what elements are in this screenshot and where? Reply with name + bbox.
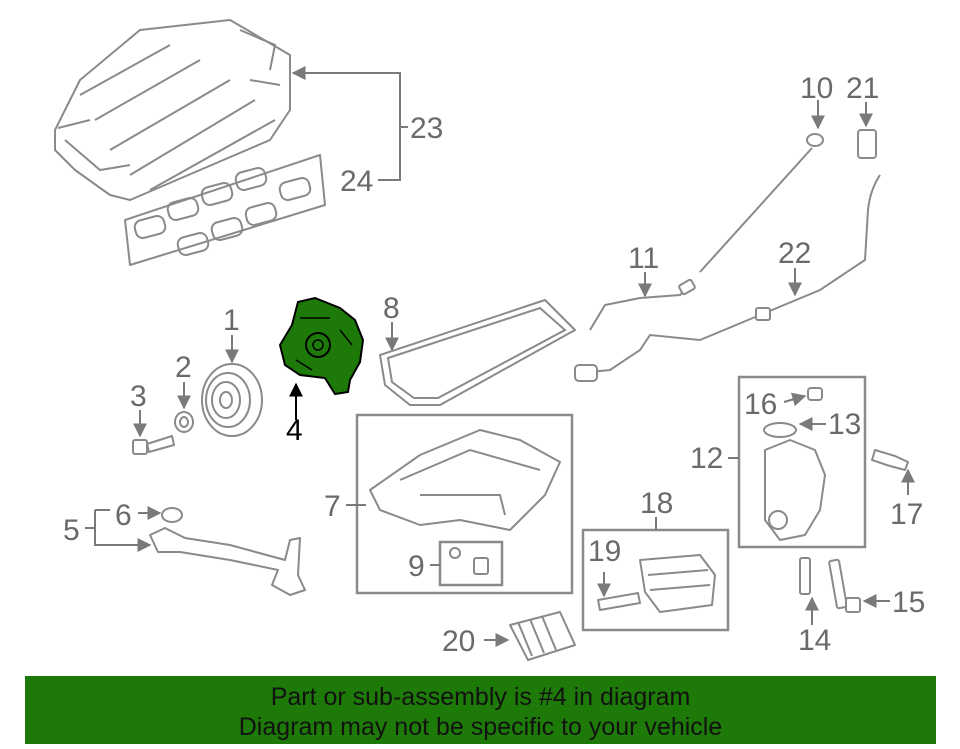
bolt-part[interactable] bbox=[132, 435, 175, 455]
gasket-part[interactable] bbox=[763, 422, 797, 438]
callout-14: 14 bbox=[798, 624, 831, 657]
oil-cooler-bolt-part[interactable] bbox=[597, 592, 641, 611]
callout-6: 6 bbox=[115, 499, 132, 532]
callout-3: 3 bbox=[130, 380, 147, 413]
callout-22: 22 bbox=[778, 237, 811, 270]
callout-18: 18 bbox=[640, 487, 673, 520]
dipstick-tube-part[interactable] bbox=[589, 278, 696, 331]
seal-part[interactable] bbox=[807, 387, 823, 401]
callout-16: 16 bbox=[744, 388, 777, 421]
callout-19: 19 bbox=[588, 535, 621, 568]
callout-5: 5 bbox=[63, 514, 80, 547]
front-cover-part[interactable] bbox=[764, 439, 826, 541]
oil-filter-part[interactable] bbox=[509, 611, 576, 661]
callout-23: 23 bbox=[410, 112, 443, 145]
washer-part[interactable] bbox=[174, 411, 194, 433]
callout-7: 7 bbox=[324, 490, 341, 523]
oil-pressure-sensor-part[interactable] bbox=[871, 449, 909, 471]
sensor-part[interactable] bbox=[857, 129, 877, 159]
bolt-15-part[interactable] bbox=[828, 558, 861, 613]
callout-21: 21 bbox=[846, 72, 879, 105]
callout-1: 1 bbox=[223, 304, 240, 337]
callout-13: 13 bbox=[828, 408, 861, 441]
wiring-harness-part[interactable] bbox=[574, 174, 881, 382]
callout-20: 20 bbox=[442, 625, 475, 658]
callout-2: 2 bbox=[175, 351, 192, 384]
callout-9: 9 bbox=[408, 550, 425, 583]
bolt-14-part[interactable] bbox=[799, 557, 811, 595]
callout-4: 4 bbox=[286, 414, 303, 447]
crankshaft-pulley-part[interactable] bbox=[201, 363, 263, 437]
callout-11: 11 bbox=[628, 242, 659, 275]
oil-cooler-part[interactable] bbox=[639, 554, 716, 613]
oil-pickup-tube-part[interactable] bbox=[149, 527, 306, 596]
dipstick-part[interactable] bbox=[699, 133, 824, 273]
oil-pump-part-highlighted[interactable] bbox=[278, 296, 365, 396]
banner-line-1: Part or sub-assembly is #4 in diagram bbox=[270, 683, 691, 711]
intake-manifold-part[interactable] bbox=[54, 19, 291, 201]
callout-24: 24 bbox=[340, 165, 373, 198]
oil-pan-gasket-part[interactable] bbox=[379, 299, 576, 406]
banner-line-2: Diagram may not be specific to your vehi… bbox=[238, 713, 723, 741]
intake-gasket-part[interactable] bbox=[124, 154, 326, 266]
drain-plug-group-box bbox=[438, 540, 504, 587]
callout-8: 8 bbox=[383, 292, 400, 325]
drain-plug-part[interactable] bbox=[449, 547, 489, 575]
callout-17: 17 bbox=[890, 498, 923, 531]
oil-pan-part[interactable] bbox=[369, 429, 561, 531]
callout-15: 15 bbox=[892, 586, 925, 619]
info-banner: Part or sub-assembly is #4 in diagram Di… bbox=[25, 676, 936, 744]
callout-12: 12 bbox=[690, 442, 723, 475]
front-cover-group-box bbox=[737, 375, 867, 549]
callout-10: 10 bbox=[800, 72, 833, 105]
o-ring-part[interactable] bbox=[161, 507, 183, 523]
